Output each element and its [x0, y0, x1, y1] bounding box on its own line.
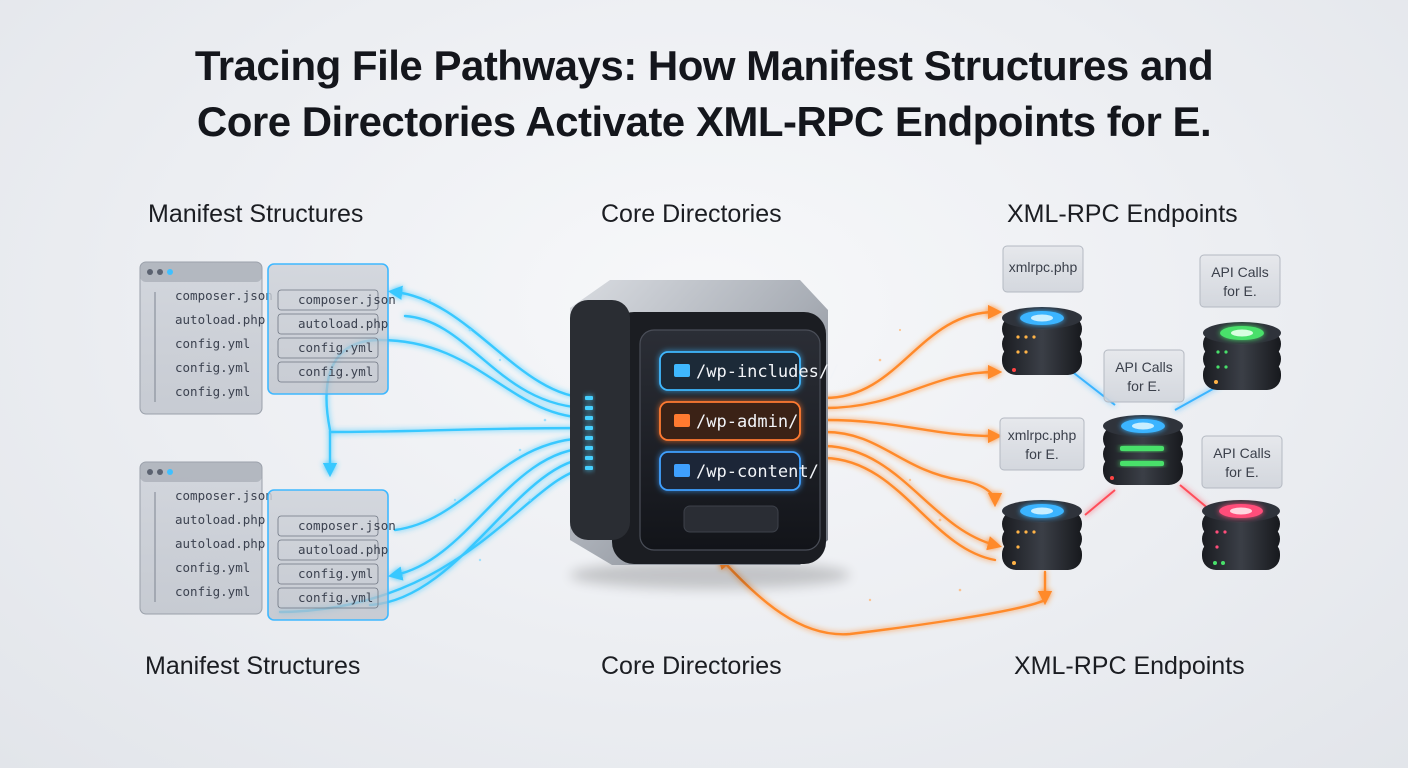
cyan-flow-line — [387, 285, 592, 400]
dir-name: /wp-content/ — [696, 462, 819, 482]
endpoint-link-red — [1179, 484, 1211, 511]
cyan-sparkles — [428, 298, 547, 562]
file-name: autoload.php — [175, 512, 265, 527]
server-stack-api-center — [1103, 415, 1183, 485]
cyan-flow-line — [393, 436, 592, 532]
cyan-flow-lines — [278, 285, 592, 614]
cyan-flow-line — [368, 456, 592, 607]
orange-sparkles — [868, 328, 962, 602]
dir-name: /wp-includes// — [696, 362, 839, 382]
file-name: composer.json — [298, 518, 396, 533]
cyan-flow-line — [378, 338, 592, 420]
xmlrpc-label-top: XML-RPC Endpoints — [1007, 200, 1238, 228]
manifest-label-bottom: Manifest Structures — [145, 652, 361, 680]
cyan-flow-line — [403, 314, 592, 410]
server-stack-xmlrpc-bottom — [1002, 500, 1082, 570]
orange-flow-line — [823, 430, 1003, 508]
tag-text: API Calls — [1115, 359, 1173, 375]
tag-text: for E. — [1225, 464, 1258, 480]
manifest-window-top-front: composer.json autoload.php config.yml co… — [267, 263, 396, 395]
tag-text: xmlrpc.php — [1008, 427, 1077, 443]
file-name: config.yml — [175, 560, 250, 575]
tag-text: API Calls — [1213, 445, 1271, 461]
tag-xmlrpc-mid: xmlrpc.php for E. — [999, 417, 1085, 471]
tag-xmlrpc-top: xmlrpc.php — [1002, 245, 1084, 293]
core-directory-box: /wp-includes// /wp-admin/ /wp-content/ — [570, 280, 850, 589]
file-name: autoload.php — [175, 536, 265, 551]
file-name: config.yml — [298, 364, 373, 379]
xmlrpc-label-bottom: XML-RPC Endpoints — [1014, 652, 1245, 680]
file-name: config.yml — [298, 566, 373, 581]
file-name: config.yml — [298, 340, 373, 355]
tag-api-center: API Calls for E. — [1103, 349, 1185, 403]
tag-text: for E. — [1127, 378, 1160, 394]
tag-text: for E. — [1223, 283, 1256, 299]
orange-flow-line — [823, 418, 1003, 444]
dir-row-content — [659, 451, 801, 491]
folder-icon — [674, 414, 690, 427]
file-name: composer.json — [175, 288, 273, 303]
orange-flow-lines — [717, 304, 1053, 636]
orange-flow-line — [823, 456, 997, 562]
dir-row-admin — [659, 401, 801, 441]
orange-flow-line — [823, 444, 1002, 551]
title-line-2: Core Directories Activate XML-RPC Endpoi… — [196, 98, 1212, 145]
core-label-top: Core Directories — [601, 200, 782, 228]
file-name: autoload.php — [298, 542, 388, 557]
tag-api-bottom-right: API Calls for E. — [1201, 435, 1283, 489]
manifest-label-top: Manifest Structures — [148, 200, 364, 228]
orange-flow-line — [717, 554, 1047, 636]
file-name: config.yml — [298, 590, 373, 605]
server-stack-api-top — [1203, 322, 1281, 390]
manifest-window-top-back: composer.json autoload.php config.yml co… — [139, 261, 273, 415]
file-name: config.yml — [175, 584, 250, 599]
tag-api-top-right: API Calls for E. — [1199, 254, 1281, 308]
cyan-flow-line — [322, 426, 592, 478]
file-name: config.yml — [175, 336, 250, 351]
server-stack-xmlrpc-top — [1002, 307, 1082, 375]
tag-text: API Calls — [1211, 264, 1269, 280]
box-ports — [585, 396, 593, 470]
endpoint-link-red — [1084, 489, 1116, 516]
folder-icon — [674, 464, 690, 477]
dir-name: /wp-admin/ — [696, 412, 798, 432]
dir-row-includes — [659, 351, 801, 391]
file-name: config.yml — [175, 360, 250, 375]
folder-icon — [674, 364, 690, 377]
orange-flow-line — [823, 364, 1003, 410]
orange-flow-line — [823, 304, 1003, 400]
file-name: autoload.php — [298, 316, 388, 331]
title-line-1: Tracing File Pathways: How Manifest Stru… — [194, 42, 1214, 89]
tag-text: for E. — [1025, 446, 1058, 462]
file-name: autoload.php — [175, 312, 265, 327]
file-name: composer.json — [175, 488, 273, 503]
tag-text: xmlrpc.php — [1009, 259, 1078, 275]
manifest-window-bottom-front: composer.json autoload.php config.yml co… — [267, 489, 396, 621]
manifest-window-bottom-back: composer.json autoload.php autoload.php … — [139, 461, 273, 615]
server-stack-api-bottom — [1202, 500, 1280, 570]
cyan-flow-line — [387, 446, 592, 581]
file-name: config.yml — [175, 384, 250, 399]
core-label-bottom: Core Directories — [601, 652, 782, 680]
file-name: composer.json — [298, 292, 396, 307]
